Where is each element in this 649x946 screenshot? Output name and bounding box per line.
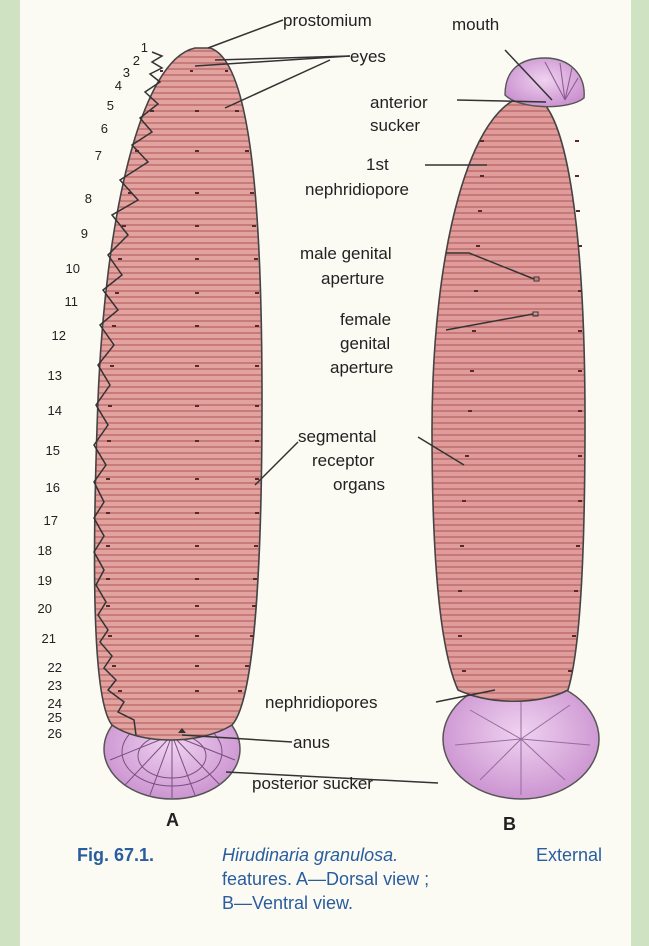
caption-line1-rest: External: [536, 845, 602, 865]
segment-number: 3: [123, 65, 130, 80]
segment-number: 15: [46, 443, 60, 458]
segment-number: 25: [48, 710, 62, 725]
segment-number: 1: [141, 40, 148, 55]
segment-number: 23: [48, 678, 62, 693]
segment-number: 20: [38, 601, 52, 616]
segment-number: 24: [48, 696, 62, 711]
segment-number: 18: [38, 543, 52, 558]
segment-number: 12: [52, 328, 66, 343]
label-female-aperture: aperture: [330, 358, 393, 377]
segment-number: 14: [48, 403, 62, 418]
label-anterior: anterior: [370, 93, 428, 112]
anterior-sucker-b: [505, 58, 584, 107]
segment-number: 2: [133, 53, 140, 68]
segment-number: 6: [101, 121, 108, 136]
segment-number: 21: [42, 631, 56, 646]
label-male-aperture: aperture: [321, 269, 384, 288]
segment-number: 7: [95, 148, 102, 163]
segment-number: 9: [81, 226, 88, 241]
segment-number: 10: [66, 261, 80, 276]
view-label-b: B: [503, 814, 516, 834]
caption-species: Hirudinaria granulosa.: [222, 845, 398, 865]
specimen-b-ventral: [432, 58, 599, 799]
label-receptor: receptor: [312, 451, 375, 470]
label-nephridiopore: nephridiopore: [305, 180, 409, 199]
segment-number: 11: [65, 294, 79, 309]
segment-number: 19: [38, 573, 52, 588]
label-eyes: eyes: [350, 47, 386, 66]
segment-number: 4: [115, 78, 122, 93]
label-anus: anus: [293, 733, 330, 752]
label-segmental: segmental: [298, 427, 376, 446]
view-label-a: A: [166, 810, 179, 830]
caption-line3: B—Ventral view.: [222, 893, 353, 913]
label-female-genital: genital: [340, 334, 390, 353]
body-a: [95, 48, 262, 740]
body-b: [432, 95, 585, 701]
segment-number: 8: [85, 191, 92, 206]
label-prostomium: prostomium: [283, 11, 372, 30]
caption-fig-number: Fig. 67.1.: [77, 845, 154, 865]
label-male-genital: male genital: [300, 244, 392, 263]
caption-line2: features. A—Dorsal view ;: [222, 869, 429, 889]
segment-number: 13: [48, 368, 62, 383]
label-sucker: sucker: [370, 116, 420, 135]
segment-number: 5: [107, 98, 114, 113]
label-nephridiopores: nephridiopores: [265, 693, 377, 712]
label-1st: 1st: [366, 155, 389, 174]
segment-number: 16: [46, 480, 60, 495]
segment-number: 17: [44, 513, 58, 528]
label-female: female: [340, 310, 391, 329]
label-organs: organs: [333, 475, 385, 494]
figure-caption: Fig. 67.1. Hirudinaria granulosa. Extern…: [77, 845, 602, 913]
specimen-a-dorsal: [95, 48, 262, 799]
label-mouth: mouth: [452, 15, 499, 34]
segment-number: 22: [48, 660, 62, 675]
label-posterior-sucker: posterior sucker: [252, 774, 373, 793]
segment-number: 26: [48, 726, 62, 741]
